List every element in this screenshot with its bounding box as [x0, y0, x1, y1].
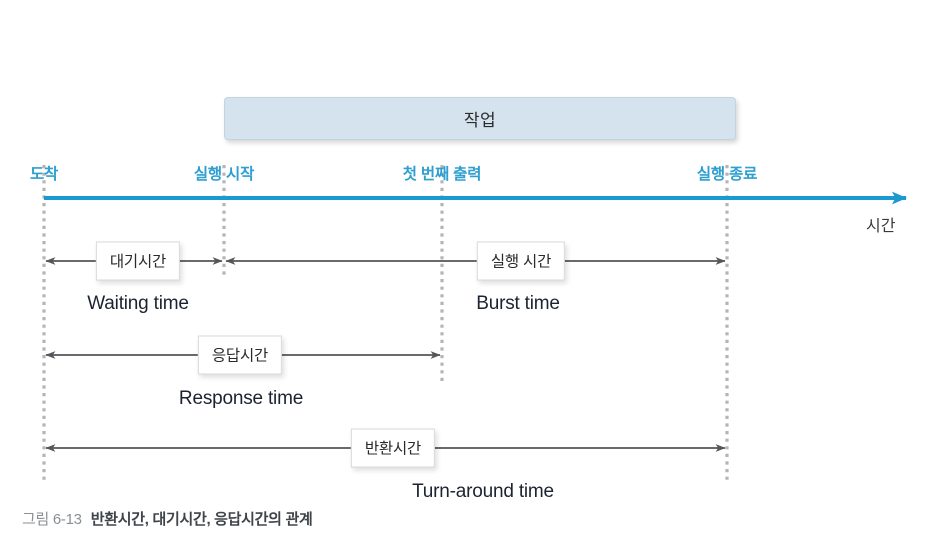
measure-chip-waiting-time: 대기시간: [95, 241, 181, 281]
milestone-label-arrival: 도착: [29, 166, 59, 183]
figure-caption-number: 그림 6-13: [22, 511, 82, 528]
measure-chip-response-time: 응답시간: [197, 335, 283, 375]
measure-sublabel-waiting-time: Waiting time: [87, 293, 189, 314]
milestone-label-first-output: 첫 번째 출력: [402, 166, 482, 183]
measure-chip-burst-time: 실행 시간: [476, 241, 566, 281]
milestone-label-start: 실행 시작: [193, 166, 255, 183]
measure-chip-turn-around-time: 반환시간: [350, 428, 436, 468]
measure-sublabel-turn-around-time: Turn-around time: [412, 481, 554, 502]
measure-sublabel-burst-time: Burst time: [476, 293, 560, 314]
figure-caption-text: 반환시간, 대기시간, 응답시간의 관계: [90, 511, 313, 528]
task-bar: 작업: [224, 97, 736, 140]
milestone-label-finish: 실행 종료: [696, 166, 758, 183]
milestone-guide-lines: [42, 165, 729, 481]
axis-caption-time: 시간: [866, 218, 896, 235]
figure-caption: 그림 6-13 반환시간, 대기시간, 응답시간의 관계: [22, 508, 313, 529]
measure-sublabel-response-time: Response time: [178, 388, 304, 409]
task-bar-label: 작업: [463, 111, 497, 130]
measure-arrows: [45, 257, 726, 452]
